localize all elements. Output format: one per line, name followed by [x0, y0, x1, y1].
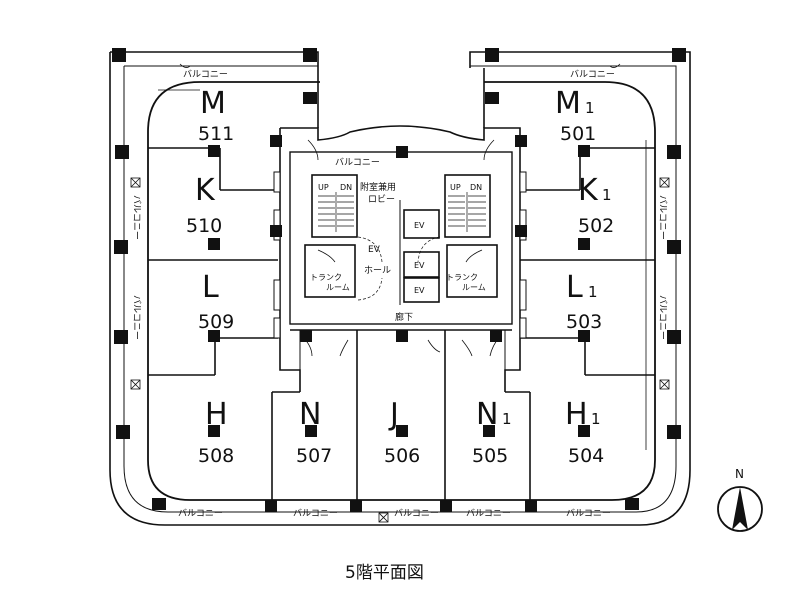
unit-number-label: 506: [384, 445, 420, 467]
balcony-label: バルコニー: [183, 69, 228, 80]
unit-type-label: H: [205, 397, 228, 432]
balcony-label: バルコニー: [394, 508, 439, 519]
balcony-label: バルコニー: [570, 69, 615, 80]
corridor-label: 廊下: [395, 311, 413, 323]
north-compass: N: [717, 467, 763, 532]
unit-510: K 510: [186, 173, 222, 237]
stair-down-label: DN: [340, 183, 352, 192]
unit-503: L 1 503: [566, 270, 602, 333]
balcony-label: バルコニー: [131, 295, 142, 340]
unit-type-subscript: 1: [502, 410, 512, 428]
stair-up-label: UP: [450, 183, 461, 192]
trunk-room-label: トランク: [446, 273, 478, 282]
outer-walls: [109, 51, 691, 526]
balcony-label: バルコニー: [131, 195, 142, 240]
unit-number-label: 502: [578, 215, 614, 237]
balcony-label: バルコニー: [466, 508, 511, 519]
unit-type-subscript: 1: [602, 186, 612, 204]
unit-type-label: L: [202, 270, 219, 305]
plan-title: 5階平面図: [345, 563, 424, 583]
ev-hall-label: ホール: [364, 265, 391, 276]
unit-type-label: K: [578, 173, 599, 208]
unit-number-label: 505: [472, 445, 508, 467]
area-labels: バルコニー バルコニー バルコニー バルコニー バルコニー バルコニー バルコニ…: [131, 69, 668, 519]
door-swings: [357, 236, 441, 301]
unit-number-label: 509: [198, 311, 234, 333]
unit-type-label: M: [200, 86, 226, 121]
elevator-label: EV: [414, 221, 425, 230]
unit-504: H 1 504: [565, 397, 604, 467]
unit-type-label: J: [388, 397, 399, 432]
unit-type-label: M: [555, 86, 581, 121]
unit-type-label: L: [566, 270, 583, 305]
vent-marks: [130, 177, 670, 523]
unit-number-label: 508: [198, 445, 234, 467]
unit-type-label: K: [195, 173, 216, 208]
unit-508: H 508: [198, 397, 234, 467]
unit-506: J 506: [384, 397, 420, 467]
ev-hall-label: EV: [368, 245, 381, 255]
unit-partitions: [148, 68, 655, 500]
unit-type-subscript: 1: [585, 99, 595, 117]
balcony-label: バルコニー: [657, 295, 668, 340]
balcony-label: バルコニー: [335, 157, 380, 168]
stair-down-label: DN: [470, 183, 482, 192]
unit-number-label: 504: [568, 445, 604, 467]
elevator-label: EV: [414, 261, 425, 270]
unit-number-label: 511: [198, 123, 234, 145]
unit-type-label: N: [299, 397, 321, 432]
unit-type-subscript: 1: [591, 410, 601, 428]
trunk-room-label: トランク: [310, 273, 342, 282]
unit-number-label: 501: [560, 123, 596, 145]
unit-502: K 1 502: [578, 173, 614, 237]
unit-number-label: 510: [186, 215, 222, 237]
lobby-label: 附室兼用: [360, 181, 396, 193]
unit-type-subscript: 1: [588, 283, 598, 301]
unit-number-label: 503: [566, 311, 602, 333]
lobby-label: ロビー: [368, 194, 395, 205]
unit-509: L 509: [198, 270, 234, 333]
unit-labels: M 511 K 510 L 509 H 508 N 507 J 506 N 1 …: [186, 86, 614, 467]
unit-number-label: 507: [296, 445, 332, 467]
door-arcs: [179, 63, 621, 357]
balcony-label: バルコニー: [657, 195, 668, 240]
balcony-label: バルコニー: [293, 508, 338, 519]
stair-treads: [318, 192, 486, 232]
balcony-label: バルコニー: [566, 508, 611, 519]
balcony-label: バルコニー: [178, 508, 223, 519]
unit-501: M 1 501: [555, 86, 596, 145]
unit-507: N 507: [296, 397, 332, 467]
north-arrow-icon: [732, 487, 748, 530]
unit-type-label: N: [476, 397, 498, 432]
columns: [112, 48, 686, 512]
stair-up-label: UP: [318, 183, 329, 192]
core-walls: [279, 125, 521, 392]
unit-505: N 1 505: [472, 397, 512, 467]
unit-511: M 511: [198, 86, 234, 145]
trunk-room-label: ルーム: [462, 283, 486, 292]
compass-letter: N: [735, 467, 744, 481]
trunk-room-label: ルーム: [326, 283, 350, 292]
elevator-label: EV: [414, 286, 425, 295]
unit-type-label: H: [565, 397, 588, 432]
